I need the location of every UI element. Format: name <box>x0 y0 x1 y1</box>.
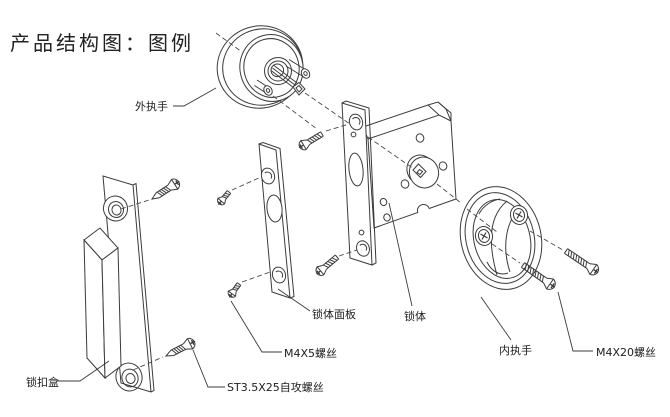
knob-post-upper <box>285 59 311 79</box>
latch-box-right-face <box>101 247 122 379</box>
label-outer-handle: 外执手 <box>135 99 168 113</box>
label-st-screw: ST3.5X25自攻螺丝 <box>227 380 324 394</box>
spindle <box>270 65 306 96</box>
leader-panel <box>277 288 311 312</box>
faceplate-screw-bottom <box>312 252 341 279</box>
axis-st-bottom <box>132 356 164 371</box>
leader-inner-handle <box>480 296 512 341</box>
axis-screw-to-faceplate-top-hole <box>325 123 350 132</box>
label-latch-box: 锁扣盒 <box>26 375 59 389</box>
axis-m4x20-upper <box>529 230 564 251</box>
st-screw-top <box>148 175 184 205</box>
inner-handle-screw-boss-lower <box>474 226 494 246</box>
strike-plate <box>102 175 155 393</box>
leader-m4x5 <box>230 300 282 353</box>
st-screw-bottom <box>162 335 199 362</box>
assembly-axis-lines <box>120 32 564 371</box>
leader-lines <box>56 87 593 388</box>
axis-knob-upper-left <box>215 32 243 53</box>
label-lock-body: 锁体 <box>404 309 426 323</box>
spindle-hub <box>406 154 440 189</box>
axis-inside-handle <box>466 208 498 233</box>
latch-box-part <box>83 227 122 380</box>
faceplate-screw-top <box>295 128 326 153</box>
leader-latch-box <box>56 360 110 382</box>
leader-outer-handle <box>173 87 217 107</box>
strike-plate-catch-rings <box>115 362 143 392</box>
m4x5-screw-top <box>214 188 234 209</box>
outer-handle-part <box>216 25 311 109</box>
knob-post-lower <box>254 79 273 96</box>
label-m4x5-screw: M4X5螺丝 <box>284 347 337 360</box>
lock-body-panel-part <box>258 141 295 299</box>
lock-body-part <box>362 101 457 229</box>
axis-m4x5-bottom <box>241 271 271 283</box>
label-inner-handle: 内执手 <box>499 343 532 357</box>
m4x5-screw-bottom <box>225 280 244 301</box>
lock-body-faceplate <box>341 100 377 266</box>
axis-post-to-screw <box>272 95 318 130</box>
panel-holes <box>260 167 287 284</box>
axis-hub-to-handle <box>436 183 462 204</box>
axis-screw-to-faceplate-bottom-hole <box>338 249 358 257</box>
strike-plate-grommet <box>102 195 129 222</box>
axis-m4x5-top <box>231 176 262 191</box>
leader-st-screw <box>192 349 225 388</box>
leader-lock-body <box>388 202 413 307</box>
m4x20-screw-upper <box>561 245 603 279</box>
inner-handle-screw-boss-upper <box>509 205 529 225</box>
label-m4x20-screw: M4X20螺丝 <box>596 346 656 359</box>
axis-faceplate-to-hub <box>367 136 415 170</box>
page-title: 产品结构图：图例 <box>10 31 194 55</box>
axis-m4x20-lower <box>491 243 521 264</box>
leader-m4x20 <box>557 291 593 352</box>
axis-st-top <box>120 199 150 210</box>
lock-body-holes <box>379 133 448 222</box>
faceplate-holes <box>348 113 370 257</box>
label-panel: 锁体面板 <box>312 307 356 321</box>
axis-spindle-to-faceplate <box>304 92 351 125</box>
inner-handle-part <box>459 186 543 290</box>
